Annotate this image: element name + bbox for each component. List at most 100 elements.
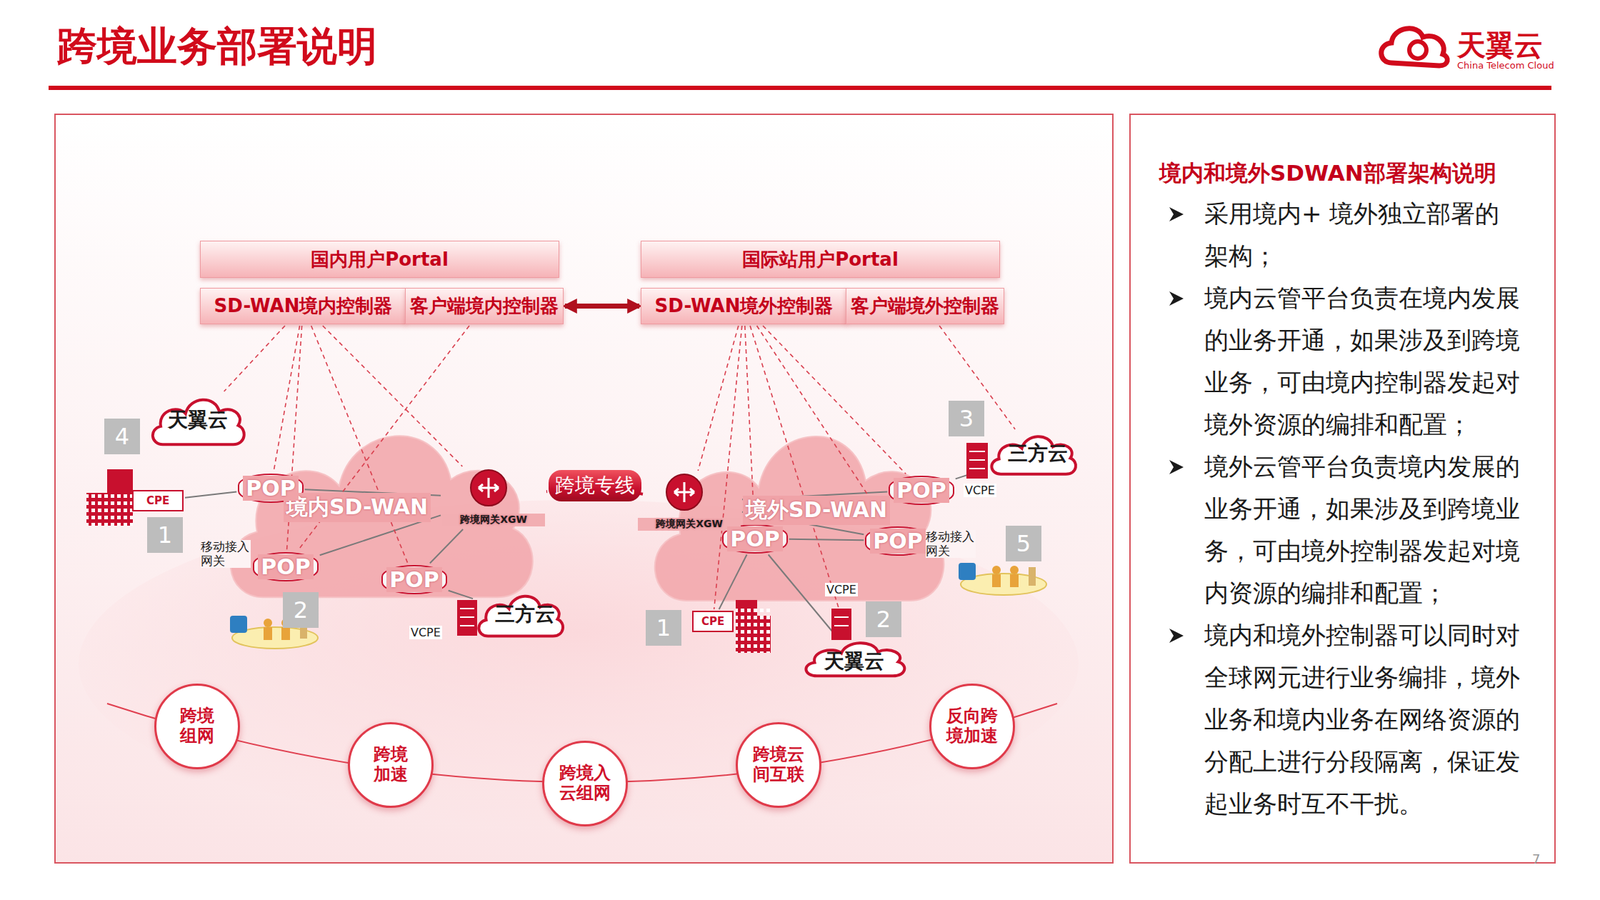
person [263,618,273,628]
windows [735,607,771,653]
node-text: 三方云 [1007,440,1068,468]
cloud-outline [478,596,563,637]
bullet-arrow [1167,289,1186,308]
logo-cloud [1381,28,1448,66]
glow-ellipse [78,500,1079,829]
node-text: POP [727,526,783,552]
note-label: 移动接入 网关 [200,540,251,568]
controller-box: 客户端境外控制器 [845,287,1005,325]
server-left [457,600,478,636]
node-text: 客户端境内控制器 [410,293,559,319]
node-text: 境外SD-WAN [742,495,890,525]
node-text: 跨境入云组网 [557,763,613,803]
node-text: SD-WAN境外控制器 [655,293,834,319]
callout-number: 2 [865,601,902,638]
building-right [735,600,771,653]
node-text: 跨境组网 [178,706,216,746]
service-circle: 跨境入云组网 [542,740,628,827]
app-icon [958,562,976,580]
logo-ring [1409,41,1427,59]
page-number: 7 [1532,851,1540,867]
router-icon [442,467,535,511]
cloud-node: 三方云 [474,590,566,639]
bullet-arrow-shape [1169,207,1184,222]
cloud-outline [805,642,905,676]
node-text: 三方云 [495,600,555,628]
node-text: POP [257,554,313,580]
pop-node: POP [722,524,788,554]
panel-heading: 境内和境外SDWAN部署架构说明 [1159,158,1534,189]
callout-number: 3 [948,400,985,437]
controller-box: SD-WAN境内控制器 [200,287,407,325]
cloud-outline [991,436,1076,475]
node-text: 跨境云间互联 [751,745,806,785]
network-cloud: 境内SD-WANPOPPOPPOP跨境网关XGW [214,410,543,608]
server [966,442,988,479]
controller-box: SD-WAN境外控制器 [640,287,848,325]
bullet-arrow-shape [1169,291,1184,306]
node-text: 国内用户Portal [310,247,449,273]
logo-icon [1381,28,1448,66]
control-link [273,325,300,473]
cpe-box: CPE [692,610,734,633]
service-circle: 反向跨境加速 [929,683,1015,770]
bullet-text: 境内云管平台负责在境内发展的业务开通，如果涉及到跨境业务，可由境内控制器发起对境… [1204,277,1523,446]
service-circle: 跨境云间互联 [735,722,822,808]
node-text: POP [893,477,949,503]
server [831,608,852,640]
person [1010,565,1019,575]
description-panel: 境内和境外SDWAN部署架构说明采用境内+ 境外独立部署的架构；境内云管平台负责… [1130,114,1555,863]
person [992,565,1001,575]
server-tianyi [831,608,852,640]
node-text: 境内SD-WAN [283,492,431,523]
pop-node: POP [381,565,447,595]
router-arrows [478,477,499,498]
users-right [958,562,1047,595]
control-link [224,325,285,392]
person [263,627,273,640]
network-link [185,491,237,498]
router-icon [637,472,731,515]
device [1028,567,1036,586]
node-text: 跨境网关XGW [442,513,545,527]
note-label: VCPE [409,625,443,640]
router-body [666,474,703,510]
building-left [86,469,133,526]
node-text: SD-WAN境内控制器 [214,293,393,319]
cloud-node: 天翼云 [800,637,908,678]
bullet-text: 采用境内+ 境外独立部署的架构； [1204,192,1523,278]
controller-box: 国内用户Portal [200,240,560,278]
node-text: POP [242,475,298,501]
pop-node: POP [888,475,954,505]
node-text: POP [386,567,442,593]
gateway-router: 跨境网关XGW [637,472,741,533]
double-arrow [565,303,640,309]
node-text: CPE [701,615,725,628]
node-text: 天翼云 [824,647,885,675]
service-circle: 跨境组网 [154,683,240,770]
control-link [697,325,739,471]
bullet-text: 境内和境外控制器可以同时对全球网元进行业务编排，境外业务和境内业务在网络资源的分… [1204,614,1523,825]
pop-node: POP [865,526,930,556]
header-rule [48,85,1552,90]
bullet-arrow-shape [1169,460,1184,475]
network-cloud: 境外SD-WAN跨境网关XGWPOPPOPPOP [639,410,954,611]
service-circle: 跨境加速 [347,722,434,808]
person [992,574,1001,588]
callout-number: 1 [645,610,682,646]
bullet-text: 境外云管平台负责境内发展的业务开通，如果涉及到跨境业务，可由境外控制器发起对境内… [1204,445,1523,615]
cloud-node: 三方云 [987,430,1079,477]
leased-line: 跨境专线 [548,470,642,502]
logo-text: China Telecom Cloud [1457,60,1555,71]
gateway-router: 跨境网关XGW [442,467,545,528]
server-slots [460,608,475,626]
node-text: 客户端境外控制器 [850,293,1000,319]
text-panel [1130,114,1555,863]
logo-text: 天翼云 [1457,25,1543,65]
callout-number: 2 [282,592,319,628]
node-text: POP [870,528,925,554]
node-text: 反向跨境加速 [945,706,1000,746]
person [1010,574,1019,588]
cpe-box: CPE [132,490,184,512]
callout-number: 4 [104,418,140,455]
